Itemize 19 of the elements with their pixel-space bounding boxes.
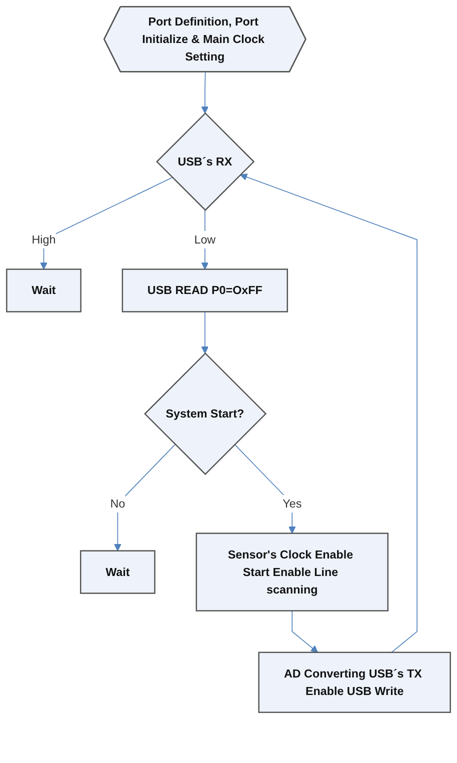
node-box: USB READ P0=OxFF — [122, 268, 288, 312]
node-diamond: USB´s RX — [156, 112, 255, 211]
edge-label: Yes — [282, 496, 302, 510]
edge-label: High — [32, 232, 56, 246]
arrow — [114, 444, 176, 552]
arrow — [201, 210, 209, 270]
edge-label: No — [110, 496, 126, 510]
arrow — [234, 444, 296, 534]
edge-label: Low — [194, 232, 216, 246]
arrow — [40, 177, 173, 270]
node-box: Wait — [6, 268, 82, 312]
arrow — [292, 610, 318, 653]
node-box: Sensor's Clock Enable Start Enable Line scanning — [196, 532, 389, 612]
arrow — [201, 72, 209, 114]
node-box: Wait — [80, 550, 156, 594]
arrow — [240, 174, 418, 653]
node-diamond: System Start? — [144, 352, 267, 476]
arrow — [201, 311, 209, 354]
node-box: AD Converting USB´s TX Enable USB Write — [258, 652, 451, 713]
